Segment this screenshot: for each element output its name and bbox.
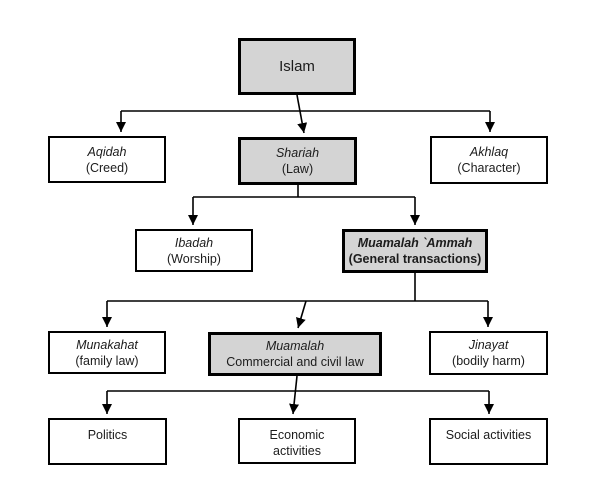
node-politics-label: Politics [87, 428, 128, 442]
node-muamalah-gloss: Commercial and civil law [226, 355, 364, 369]
node-islam-label: Islam [279, 57, 315, 75]
connector-to-economic [289, 375, 300, 415]
node-akhlaq-gloss: (Character) [457, 161, 521, 175]
node-ibadah: Ibadah (Worship) [135, 229, 253, 272]
node-ibadah-gloss: (Worship) [167, 251, 221, 266]
node-muamalah: Muamalah Commercial and civil law [208, 332, 382, 376]
node-munakahat: Munakahat (family law) [48, 331, 166, 374]
node-social-activities-label: Social activities [445, 428, 532, 442]
node-muamalah-ammah: Muamalah `Ammah (General transactions) [342, 229, 488, 273]
node-muamalah-ammah-term: Muamalah `Ammah [357, 236, 473, 250]
node-shariah: Shariah (Law) [238, 137, 357, 185]
node-islam: Islam [238, 38, 356, 95]
node-shariah-term: Shariah [275, 146, 320, 160]
node-social-activities: Social activities [429, 418, 548, 465]
node-jinayat-term: Jinayat [468, 338, 509, 352]
node-ibadah-term: Ibadah [174, 235, 214, 250]
node-akhlaq-term: Akhlaq [469, 145, 509, 159]
node-muamalah-term: Muamalah [265, 339, 325, 353]
connector-to-muamalah [296, 300, 307, 329]
node-akhlaq: Akhlaq (Character) [430, 136, 548, 184]
node-economic-activities: Economic activities [238, 418, 356, 464]
node-jinayat: Jinayat (bodily harm) [429, 331, 548, 375]
node-muamalah-ammah-gloss: (General transactions) [348, 252, 482, 266]
node-politics: Politics [48, 418, 167, 465]
node-aqidah-gloss: (Creed) [85, 160, 129, 175]
node-shariah-gloss: (Law) [281, 162, 314, 176]
node-economic-activities-label-line1: Economic [269, 428, 325, 442]
node-munakahat-term: Munakahat [76, 337, 138, 352]
node-jinayat-gloss: (bodily harm) [452, 354, 525, 368]
node-aqidah: Aqidah (Creed) [48, 136, 166, 183]
node-munakahat-gloss: (family law) [75, 353, 139, 368]
connector-islam-shariah [296, 94, 308, 134]
node-economic-activities-label-line2: activities [273, 444, 321, 458]
node-aqidah-term: Aqidah [87, 144, 127, 159]
